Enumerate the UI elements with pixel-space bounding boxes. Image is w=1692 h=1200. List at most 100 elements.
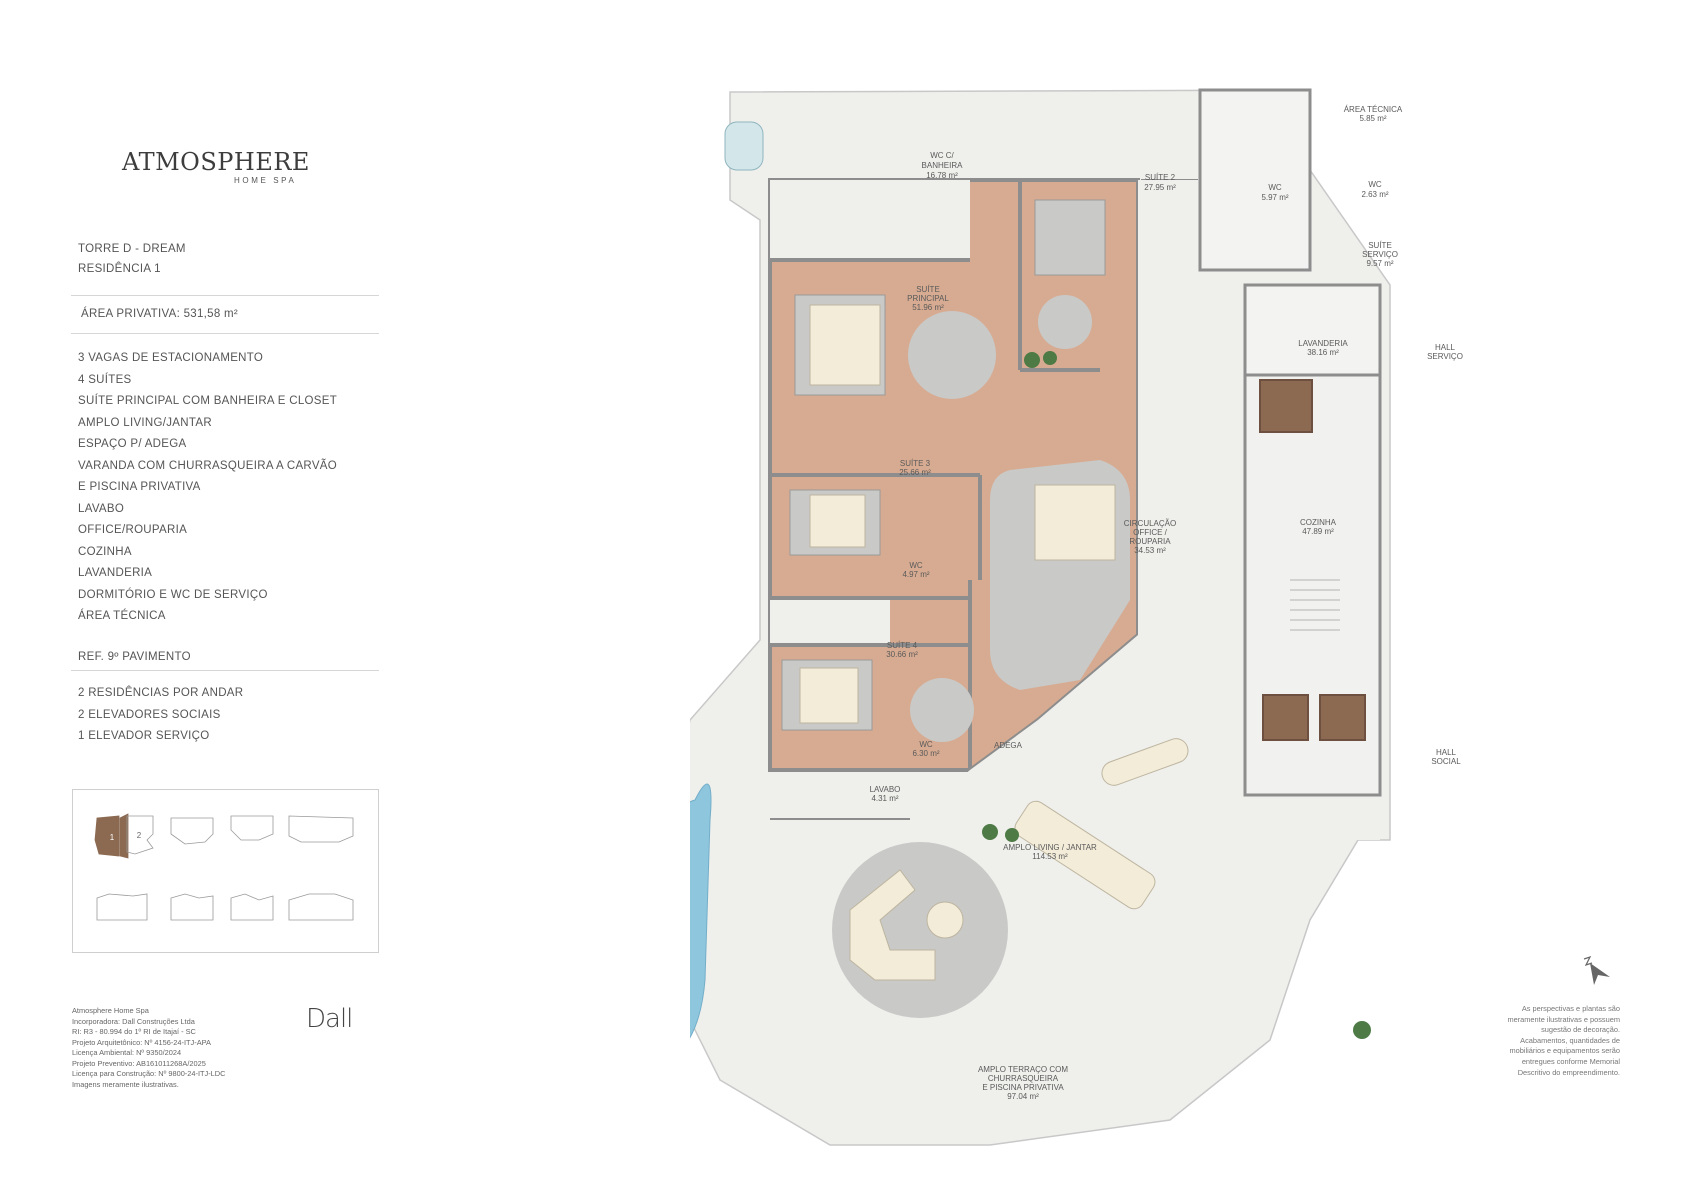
room-label: 47.89 m² bbox=[1302, 527, 1334, 536]
building-info-list: 2 RESIDÊNCIAS POR ANDAR 2 ELEVADORES SOC… bbox=[78, 683, 243, 748]
floor-key-map: 1 2 bbox=[72, 789, 379, 953]
room-label: WC bbox=[919, 740, 933, 749]
disclaimer-line: sugestão de decoração. bbox=[1541, 1025, 1620, 1035]
master-bath-floor bbox=[770, 180, 970, 260]
divider bbox=[71, 333, 379, 334]
room-label: 5.97 m² bbox=[1261, 193, 1288, 202]
credit-line: Projeto Preventivo: AB161011268A/2025 bbox=[72, 1058, 206, 1068]
social-area-floor bbox=[770, 180, 1380, 920]
feature-item: COZINHA bbox=[78, 545, 132, 558]
room-label: 51.96 m² bbox=[912, 303, 944, 312]
room-label: SOCIAL bbox=[1431, 757, 1461, 766]
room-label: AMPLO LIVING / JANTAR bbox=[1003, 843, 1097, 852]
bed-suite-2 bbox=[1034, 199, 1106, 276]
plant bbox=[1043, 351, 1057, 365]
room-label: 6.30 m² bbox=[912, 749, 939, 758]
office-sofa bbox=[1034, 484, 1116, 561]
room-label: SUÍTE 3 bbox=[900, 459, 931, 468]
elevator-service bbox=[1259, 379, 1313, 433]
key-unit-1-label: 1 bbox=[110, 833, 115, 842]
service-suite-block bbox=[1198, 88, 1312, 272]
residence-name: RESIDÊNCIA 1 bbox=[78, 263, 161, 275]
room-label: WC bbox=[1268, 183, 1282, 192]
feature-item: LAVANDERIA bbox=[78, 567, 153, 579]
living-sofa bbox=[849, 869, 936, 981]
disclaimer-line: Descritivo do empreendimento. bbox=[1517, 1067, 1620, 1077]
feature-item: SUÍTE PRINCIPAL COM BANHEIRA E CLOSET bbox=[78, 395, 338, 407]
plant bbox=[1024, 352, 1040, 368]
credit-line: Imagens meramente ilustrativas. bbox=[72, 1079, 179, 1089]
round-rug-principal bbox=[908, 311, 996, 399]
room-label: COZINHA bbox=[1300, 518, 1337, 527]
room-label: CIRCULAÇÃO bbox=[1124, 519, 1176, 528]
private-area: ÁREA PRIVATIVA: 531,58 m² bbox=[81, 308, 239, 320]
room-label: PRINCIPAL bbox=[907, 294, 949, 303]
feature-item: DORMITÓRIO E WC DE SERVIÇO bbox=[78, 588, 268, 601]
disclaimer-line: mobiliários e equipamentos serão bbox=[1509, 1046, 1620, 1056]
divider bbox=[71, 670, 379, 671]
room-label: HALL bbox=[1435, 343, 1456, 352]
disclaimer-line: entregues conforme Memorial bbox=[1521, 1056, 1620, 1066]
feature-item: AMPLO LIVING/JANTAR bbox=[78, 416, 212, 429]
room-label: 25.66 m² bbox=[899, 468, 931, 477]
feature-item: 4 SUÍTES bbox=[78, 373, 132, 386]
feature-item: VARANDA COM CHURRASQUEIRA A CARVÃO bbox=[78, 459, 337, 472]
feature-item: LAVABO bbox=[78, 502, 125, 515]
room-label: ROUPARIA bbox=[1129, 537, 1171, 546]
developer-logo: Dall bbox=[306, 1004, 353, 1034]
room-label: WC bbox=[1368, 180, 1382, 189]
key-map-drawing: 1 2 bbox=[94, 813, 354, 921]
plant bbox=[1353, 1021, 1371, 1039]
credit-line: Projeto Arquitetônico: Nº 4156-24-ITJ-AP… bbox=[72, 1037, 211, 1047]
key-unit-2-label: 2 bbox=[137, 831, 142, 840]
elevator-social-2 bbox=[1319, 694, 1366, 741]
building-info-item: 1 ELEVADOR SERVIÇO bbox=[78, 730, 210, 742]
room-label: WC C/ bbox=[930, 151, 954, 160]
plant bbox=[982, 824, 998, 840]
info-panel: ATMOSPHERE HOME SPA TORRE D - DREAM RESI… bbox=[0, 0, 430, 1200]
stair-lines bbox=[1290, 579, 1340, 631]
room-label: 5.85 m² bbox=[1359, 114, 1386, 123]
room-label: 97.04 m² bbox=[1007, 1092, 1039, 1101]
room-label: ADEGA bbox=[994, 741, 1023, 750]
room-label: BANHEIRA bbox=[922, 161, 964, 170]
unit-1-shape bbox=[94, 815, 120, 857]
bed-suite-principal-cover bbox=[809, 304, 881, 386]
room-label: ÁREA TÉCNICA bbox=[1344, 105, 1403, 114]
building-info-item: 2 ELEVADORES SOCIAIS bbox=[78, 708, 221, 721]
room-label: 27.95 m² bbox=[1144, 183, 1176, 192]
room-label: 114.53 m² bbox=[1032, 852, 1068, 861]
hall-servico-block bbox=[1243, 283, 1382, 377]
room-label: AMPLO TERRAÇO COM bbox=[978, 1065, 1068, 1074]
credit-line: Licença para Construção: Nº 9800-24-ITJ-… bbox=[72, 1069, 226, 1078]
bed-suite-3-cover bbox=[809, 494, 866, 548]
building-info-item: 2 RESIDÊNCIAS POR ANDAR bbox=[78, 687, 244, 699]
bed-suite-4-cover bbox=[799, 667, 859, 724]
disclaimer-line: Acabamentos, quantidades de bbox=[1520, 1035, 1620, 1045]
feature-list: 3 VAGAS DE ESTACIONAMENTO 4 SUÍTES SUÍTE… bbox=[78, 348, 337, 628]
feature-item: ÁREA TÉCNICA bbox=[78, 610, 166, 622]
feature-item: 3 VAGAS DE ESTACIONAMENTO bbox=[78, 352, 264, 364]
room-labels: WC C/ BANHEIRA 16.78 m² SUÍTE 2 27.95 m²… bbox=[870, 105, 1463, 1101]
disclaimer-line: meramente ilustrativas e possuem bbox=[1507, 1014, 1620, 1024]
disclaimer-line: As perspectivas e plantas são bbox=[1521, 1004, 1620, 1013]
room-label: 2.63 m² bbox=[1361, 190, 1388, 199]
room-label: SERVIÇO bbox=[1362, 250, 1398, 259]
north-arrow-icon bbox=[1583, 955, 1610, 985]
room-label: 4.31 m² bbox=[871, 794, 898, 803]
disclaimer: As perspectivas e plantas são meramente … bbox=[1480, 1004, 1620, 1078]
living-coffee-table bbox=[926, 901, 964, 939]
brand-name: ATMOSPHERE bbox=[122, 148, 310, 176]
round-rug-suite4 bbox=[910, 678, 974, 742]
room-label: 9.57 m² bbox=[1366, 259, 1393, 268]
room-label: 30.66 m² bbox=[886, 650, 918, 659]
unit-2-shape bbox=[126, 815, 154, 855]
room-label: CHURRASQUEIRA bbox=[988, 1074, 1059, 1083]
tower-name: TORRE D - DREAM bbox=[78, 243, 186, 255]
brand-subtitle: HOME SPA bbox=[234, 176, 297, 185]
room-label: LAVANDERIA bbox=[1298, 339, 1348, 348]
room-label: SUÍTE 2 bbox=[1145, 173, 1176, 182]
floor-plan: WC C/ BANHEIRA 16.78 m² SUÍTE 2 27.95 m²… bbox=[659, 80, 1550, 1160]
wc-suite3-floor bbox=[770, 598, 890, 644]
credit-line: Atmosphere Home Spa bbox=[72, 1006, 149, 1015]
